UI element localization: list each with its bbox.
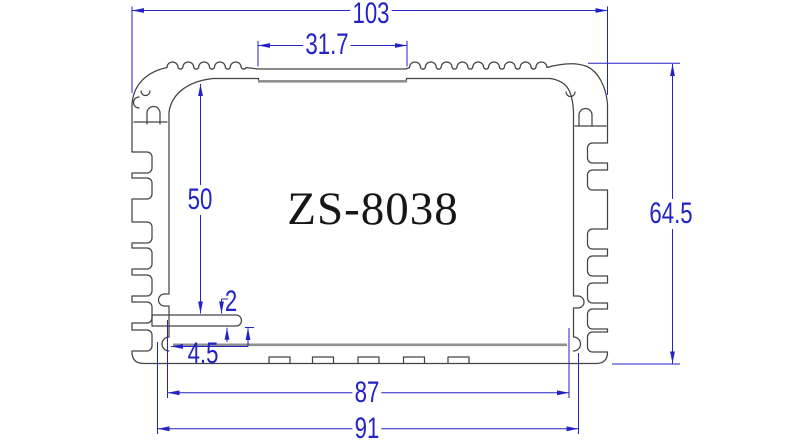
dim-label-overall-height: 64.5 [647, 199, 695, 229]
dim-label-overall-width: 103 [350, 0, 392, 29]
cavity-right-wall-path [549, 77, 585, 352]
dim-label-top-channel-width: 31.7 [303, 30, 351, 60]
profile-geometry [131, 61, 609, 365]
base-groove-notches [268, 356, 470, 365]
corner-boss-top-left [132, 90, 168, 125]
dim-label-inner-width: 87 [352, 378, 382, 408]
cavity-left-wall-path [157, 77, 214, 352]
dim-label-base-width: 91 [352, 414, 382, 442]
dim-label-cavity-height: 50 [185, 185, 215, 215]
dim-label-base-plate-thickness: 4.5 [187, 337, 219, 370]
ceiling-line-left [212, 77, 260, 82]
ceiling-line-right [405, 77, 551, 82]
part-number-label: ZS-8038 [287, 183, 459, 235]
pcb-rail-path [151, 314, 243, 327]
dim-label-rail-thickness: 2 [224, 285, 238, 318]
profile-outer-path [131, 61, 609, 365]
corner-boss-top-right [565, 91, 607, 127]
